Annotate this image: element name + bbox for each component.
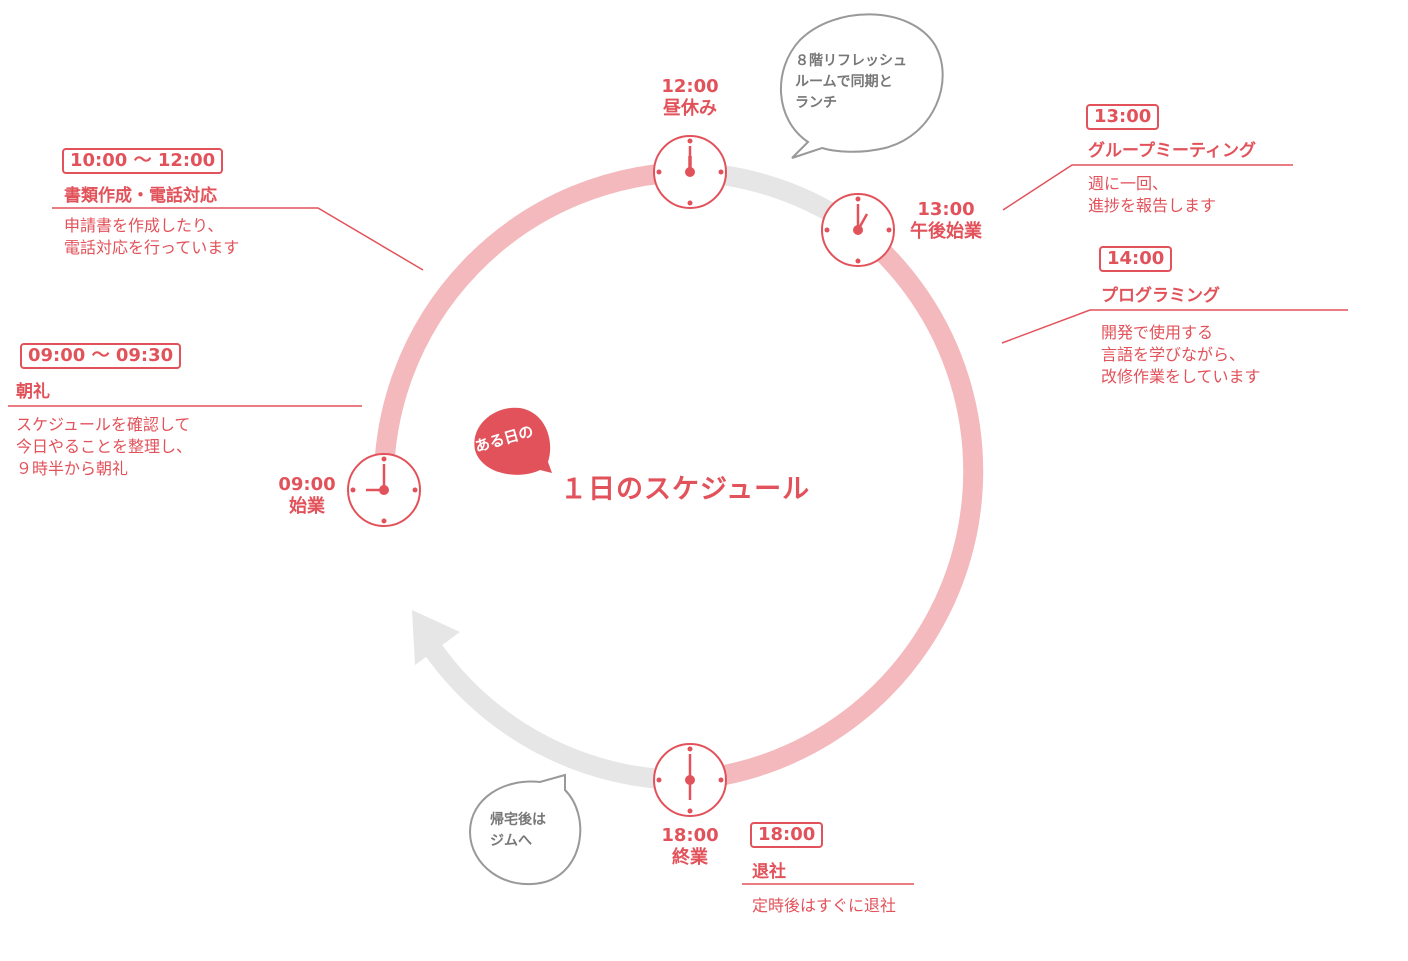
clock-lunch-label: 12:00 昼休み	[640, 76, 740, 120]
clock-end-text: 終業	[672, 847, 708, 868]
group-meeting-desc: 週に一回、 進捗を報告します	[1088, 174, 1217, 215]
lunch-bubble-text: ８階リフレッシュ ルームで同期と ランチ	[795, 53, 907, 111]
gym-bubble-text: 帰宅後は ジムへ	[490, 812, 546, 849]
documents-desc: 申請書を作成したり、 電話対応を行っています	[64, 216, 240, 257]
clock-lunch-time: 12:00	[661, 76, 719, 97]
clock-start-time: 09:00	[278, 474, 336, 495]
gym-speech-bubble	[468, 773, 582, 885]
clock-afternoon-text: 午後始業	[910, 221, 982, 242]
leader-programming	[1001, 309, 1348, 344]
leader-documents	[52, 207, 424, 271]
clock-afternoon-time: 13:00	[917, 199, 975, 220]
leave-title: 退社	[752, 862, 786, 882]
leave-desc: 定時後はすぐに退社	[752, 896, 897, 915]
clock-start-label: 09:00 始業	[272, 474, 342, 518]
morning-meeting-time-badge: 09:00 〜 09:30	[20, 343, 182, 369]
programming-desc: 開発で使用する 言語を学びながら、 改修作業をしています	[1101, 323, 1261, 386]
lunch-speech-bubble	[780, 13, 944, 159]
clock-start-icon	[347, 453, 421, 527]
cycle-arrowhead	[412, 610, 460, 665]
clock-lunch-text: 昼休み	[663, 98, 717, 119]
ring-afternoon-segment	[689, 222, 984, 790]
clock-end-label: 18:00 終業	[640, 825, 740, 869]
leader-group-meeting	[1002, 164, 1293, 211]
morning-meeting-desc: スケジュールを確認して 今日やることを整理し、 ９時半から朝礼	[16, 415, 193, 478]
morning-meeting-title: 朝礼	[16, 382, 50, 402]
ring-evening-segment	[421, 639, 691, 791]
ring-morning-segment	[373, 162, 691, 491]
documents-time-badge: 10:00 〜 12:00	[62, 148, 224, 174]
group-meeting-title: グループミーティング	[1088, 141, 1256, 161]
documents-title: 書類作成・電話対応	[64, 186, 217, 206]
clock-lunch-icon	[653, 135, 727, 209]
clock-end-icon	[653, 743, 727, 817]
clock-start-text: 始業	[289, 496, 325, 517]
title-tag-bubble	[474, 407, 552, 475]
programming-title: プログラミング	[1101, 286, 1220, 306]
page-title: １日のスケジュール	[560, 474, 811, 505]
clock-afternoon-label: 13:00 午後始業	[900, 199, 992, 243]
clock-end-time: 18:00	[661, 825, 719, 846]
programming-time-badge: 14:00	[1099, 246, 1173, 272]
leave-time-badge: 18:00	[750, 822, 824, 848]
clock-afternoon-icon	[821, 193, 895, 267]
group-meeting-time-badge: 13:00	[1086, 104, 1160, 130]
